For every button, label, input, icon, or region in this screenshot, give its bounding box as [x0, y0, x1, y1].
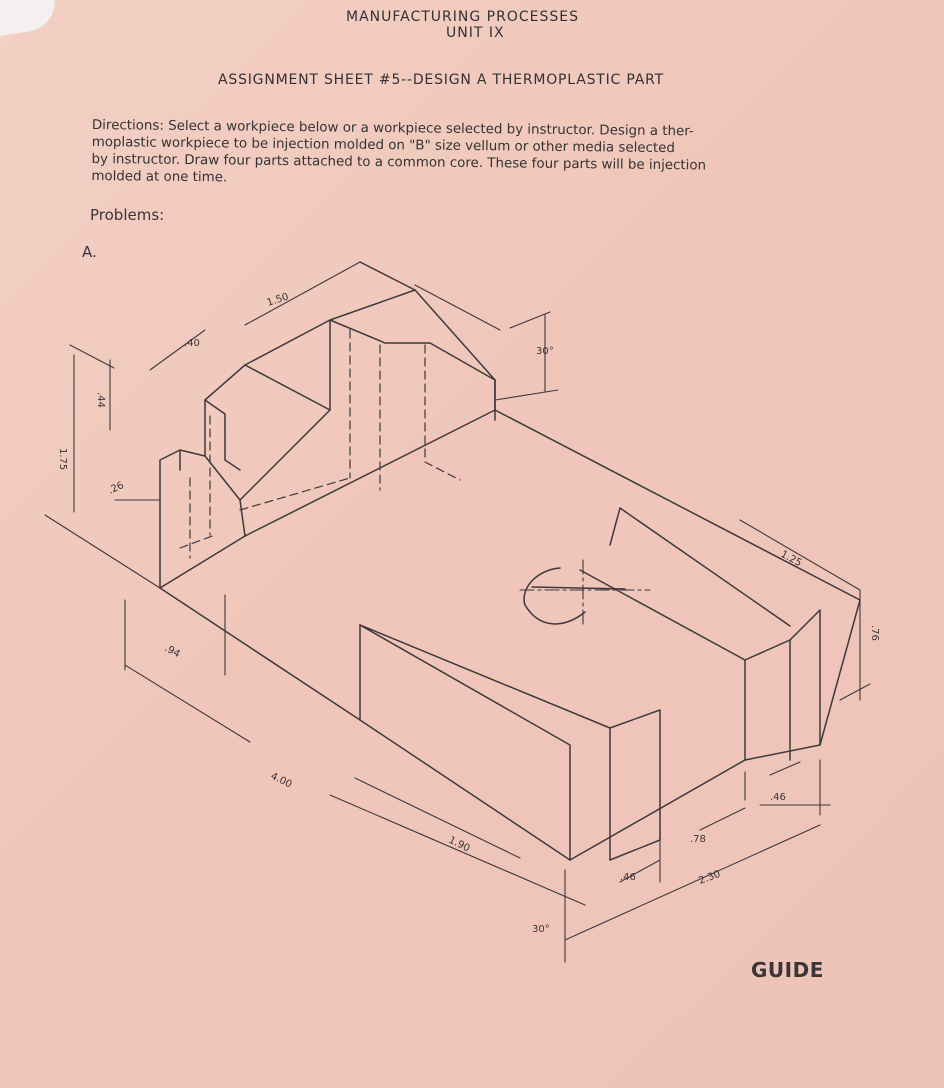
part-outline — [159, 261, 861, 861]
dimension-labels: 1.75 .44 .26 .40 1.50 30° .94 4.00 1.90 … — [57, 292, 880, 935]
dim-right-arm-width: .46 — [770, 792, 786, 803]
unit-title: UNIT IX — [446, 25, 505, 41]
center-lines — [519, 559, 651, 626]
dim-step-top: .44 — [95, 392, 106, 408]
dim-bottom-width: .94 — [163, 643, 182, 660]
dim-angle-top: 30° — [536, 346, 554, 357]
dimension-lines — [44, 261, 871, 963]
course-title: MANUFACTURING PROCESSES — [346, 9, 579, 25]
problems-label: Problems: — [90, 206, 165, 224]
dim-slot-width: .26 — [107, 480, 126, 497]
dim-right-arm-height: .76 — [869, 625, 880, 641]
dim-top-block-length: 1.50 — [266, 292, 291, 309]
hidden-lines — [179, 329, 461, 559]
guide-label: GUIDE — [751, 958, 824, 982]
dim-angle-bottom: 30° — [532, 924, 550, 935]
dim-arm-length: 1.90 — [447, 835, 472, 855]
assignment-title: ASSIGNMENT SHEET #5--DESIGN A THERMOPLAS… — [218, 72, 664, 88]
dim-right-arm-length: 1.25 — [779, 549, 804, 569]
dim-slot-gap: .78 — [690, 834, 706, 845]
dim-overall-height: 1.75 — [57, 448, 68, 470]
problem-letter: A. — [82, 243, 97, 261]
dim-lip-width: .40 — [184, 338, 200, 349]
dim-overall-length: 4.00 — [269, 771, 294, 791]
dim-arm-end-width: .46 — [620, 872, 636, 883]
dim-overall-width: 2.30 — [697, 869, 722, 887]
